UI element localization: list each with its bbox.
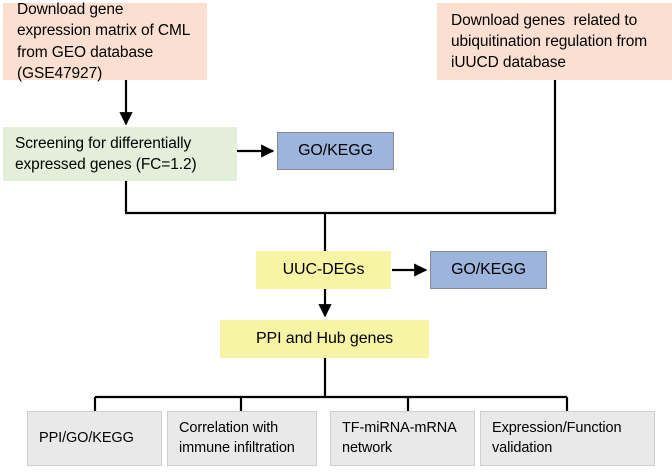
node-output-ppi-go-kegg-label: PPI/GO/KEGG (39, 429, 134, 446)
edge-ppihub-fanout (93, 358, 569, 411)
node-ppi-hub-genes: PPI and Hub genes (220, 320, 429, 358)
node-uuc-degs: UUC-DEGs (256, 251, 391, 289)
node-uuc-degs-label: UUC-DEGs (282, 261, 365, 278)
node-iuucd-download-label: Download genes related to ubiquitination… (451, 11, 652, 72)
node-screening-label: Screening for differentially expressed g… (15, 134, 197, 173)
node-iuucd-download: Download genes related to ubiquitination… (437, 3, 672, 80)
node-gokegg-secondary: GO/KEGG (430, 251, 547, 289)
node-output-ppi-go-kegg: PPI/GO/KEGG (27, 411, 162, 466)
node-output-immune-infiltration: Correlation with immune infiltration (167, 411, 317, 466)
node-screening: Screening for differentially expressed g… (3, 127, 237, 181)
node-output-tf-mirna-mrna-network-label: TF-miRNA-mRNA network (342, 420, 460, 456)
node-output-tf-mirna-mrna-network: TF-miRNA-mRNA network (330, 411, 475, 466)
node-output-expression-function-validation-label: Expression/Function validation (492, 420, 626, 456)
node-output-expression-function-validation: Expression/Function validation (480, 411, 655, 466)
node-gokegg-secondary-label: GO/KEGG (451, 261, 526, 278)
node-geo-download: Download gene expression matrix of CML f… (3, 1, 207, 82)
node-output-immune-infiltration-label: Correlation with immune infiltration (179, 420, 295, 456)
node-ppi-hub-genes-label: PPI and Hub genes (255, 330, 394, 347)
node-gokegg-primary-label: GO/KEGG (298, 142, 373, 159)
node-geo-download-label: Download gene expression matrix of CML f… (17, 1, 194, 82)
node-gokegg-primary: GO/KEGG (277, 132, 394, 170)
